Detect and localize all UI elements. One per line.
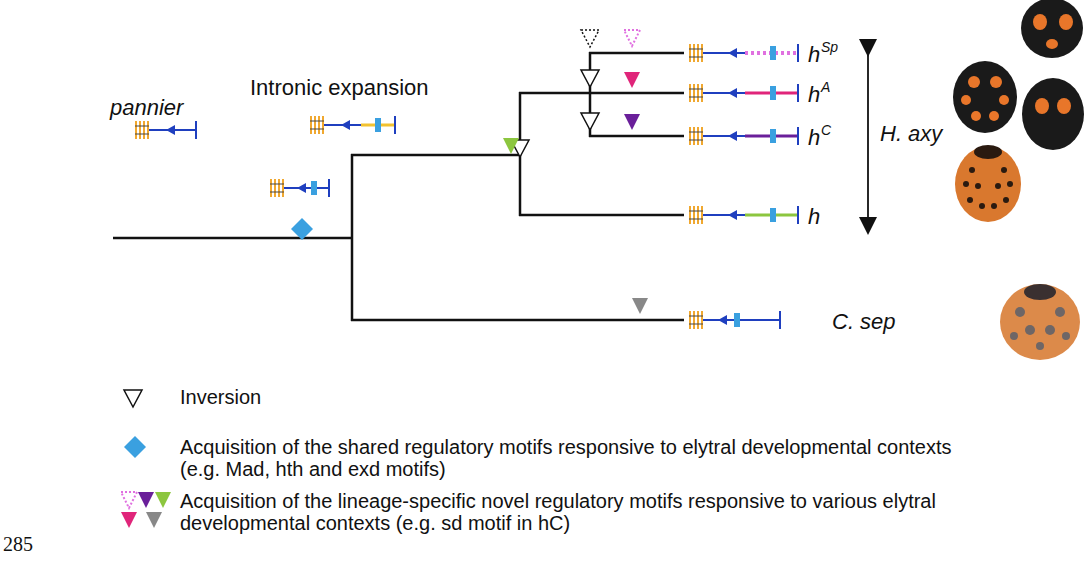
gene-name: pannier bbox=[110, 95, 183, 120]
allele-name: h bbox=[808, 125, 820, 150]
line-number: 285 bbox=[3, 533, 33, 556]
allele-name: h bbox=[808, 204, 820, 229]
legend-entry: Acquisition of the lineage-specific nove… bbox=[180, 490, 980, 534]
event-label: Intronic expansion bbox=[250, 75, 429, 100]
allele-superscript: C bbox=[821, 122, 831, 138]
legend-text: Acquisition of the lineage-specific nove… bbox=[180, 490, 936, 534]
allele-name: h bbox=[808, 82, 820, 107]
legend-entry: Inversion bbox=[180, 386, 980, 408]
species-name: C. sep bbox=[832, 309, 896, 334]
legend-entry: Acquisition of the shared regulatory mot… bbox=[180, 436, 980, 480]
legend-text: Acquisition of the shared regulatory mot… bbox=[180, 436, 952, 480]
allele-superscript: Sp bbox=[821, 39, 838, 55]
legend-text: Inversion bbox=[180, 386, 261, 408]
species-name: H. axy bbox=[880, 121, 942, 146]
allele-superscript: A bbox=[821, 79, 830, 95]
allele-name: h bbox=[808, 42, 820, 67]
